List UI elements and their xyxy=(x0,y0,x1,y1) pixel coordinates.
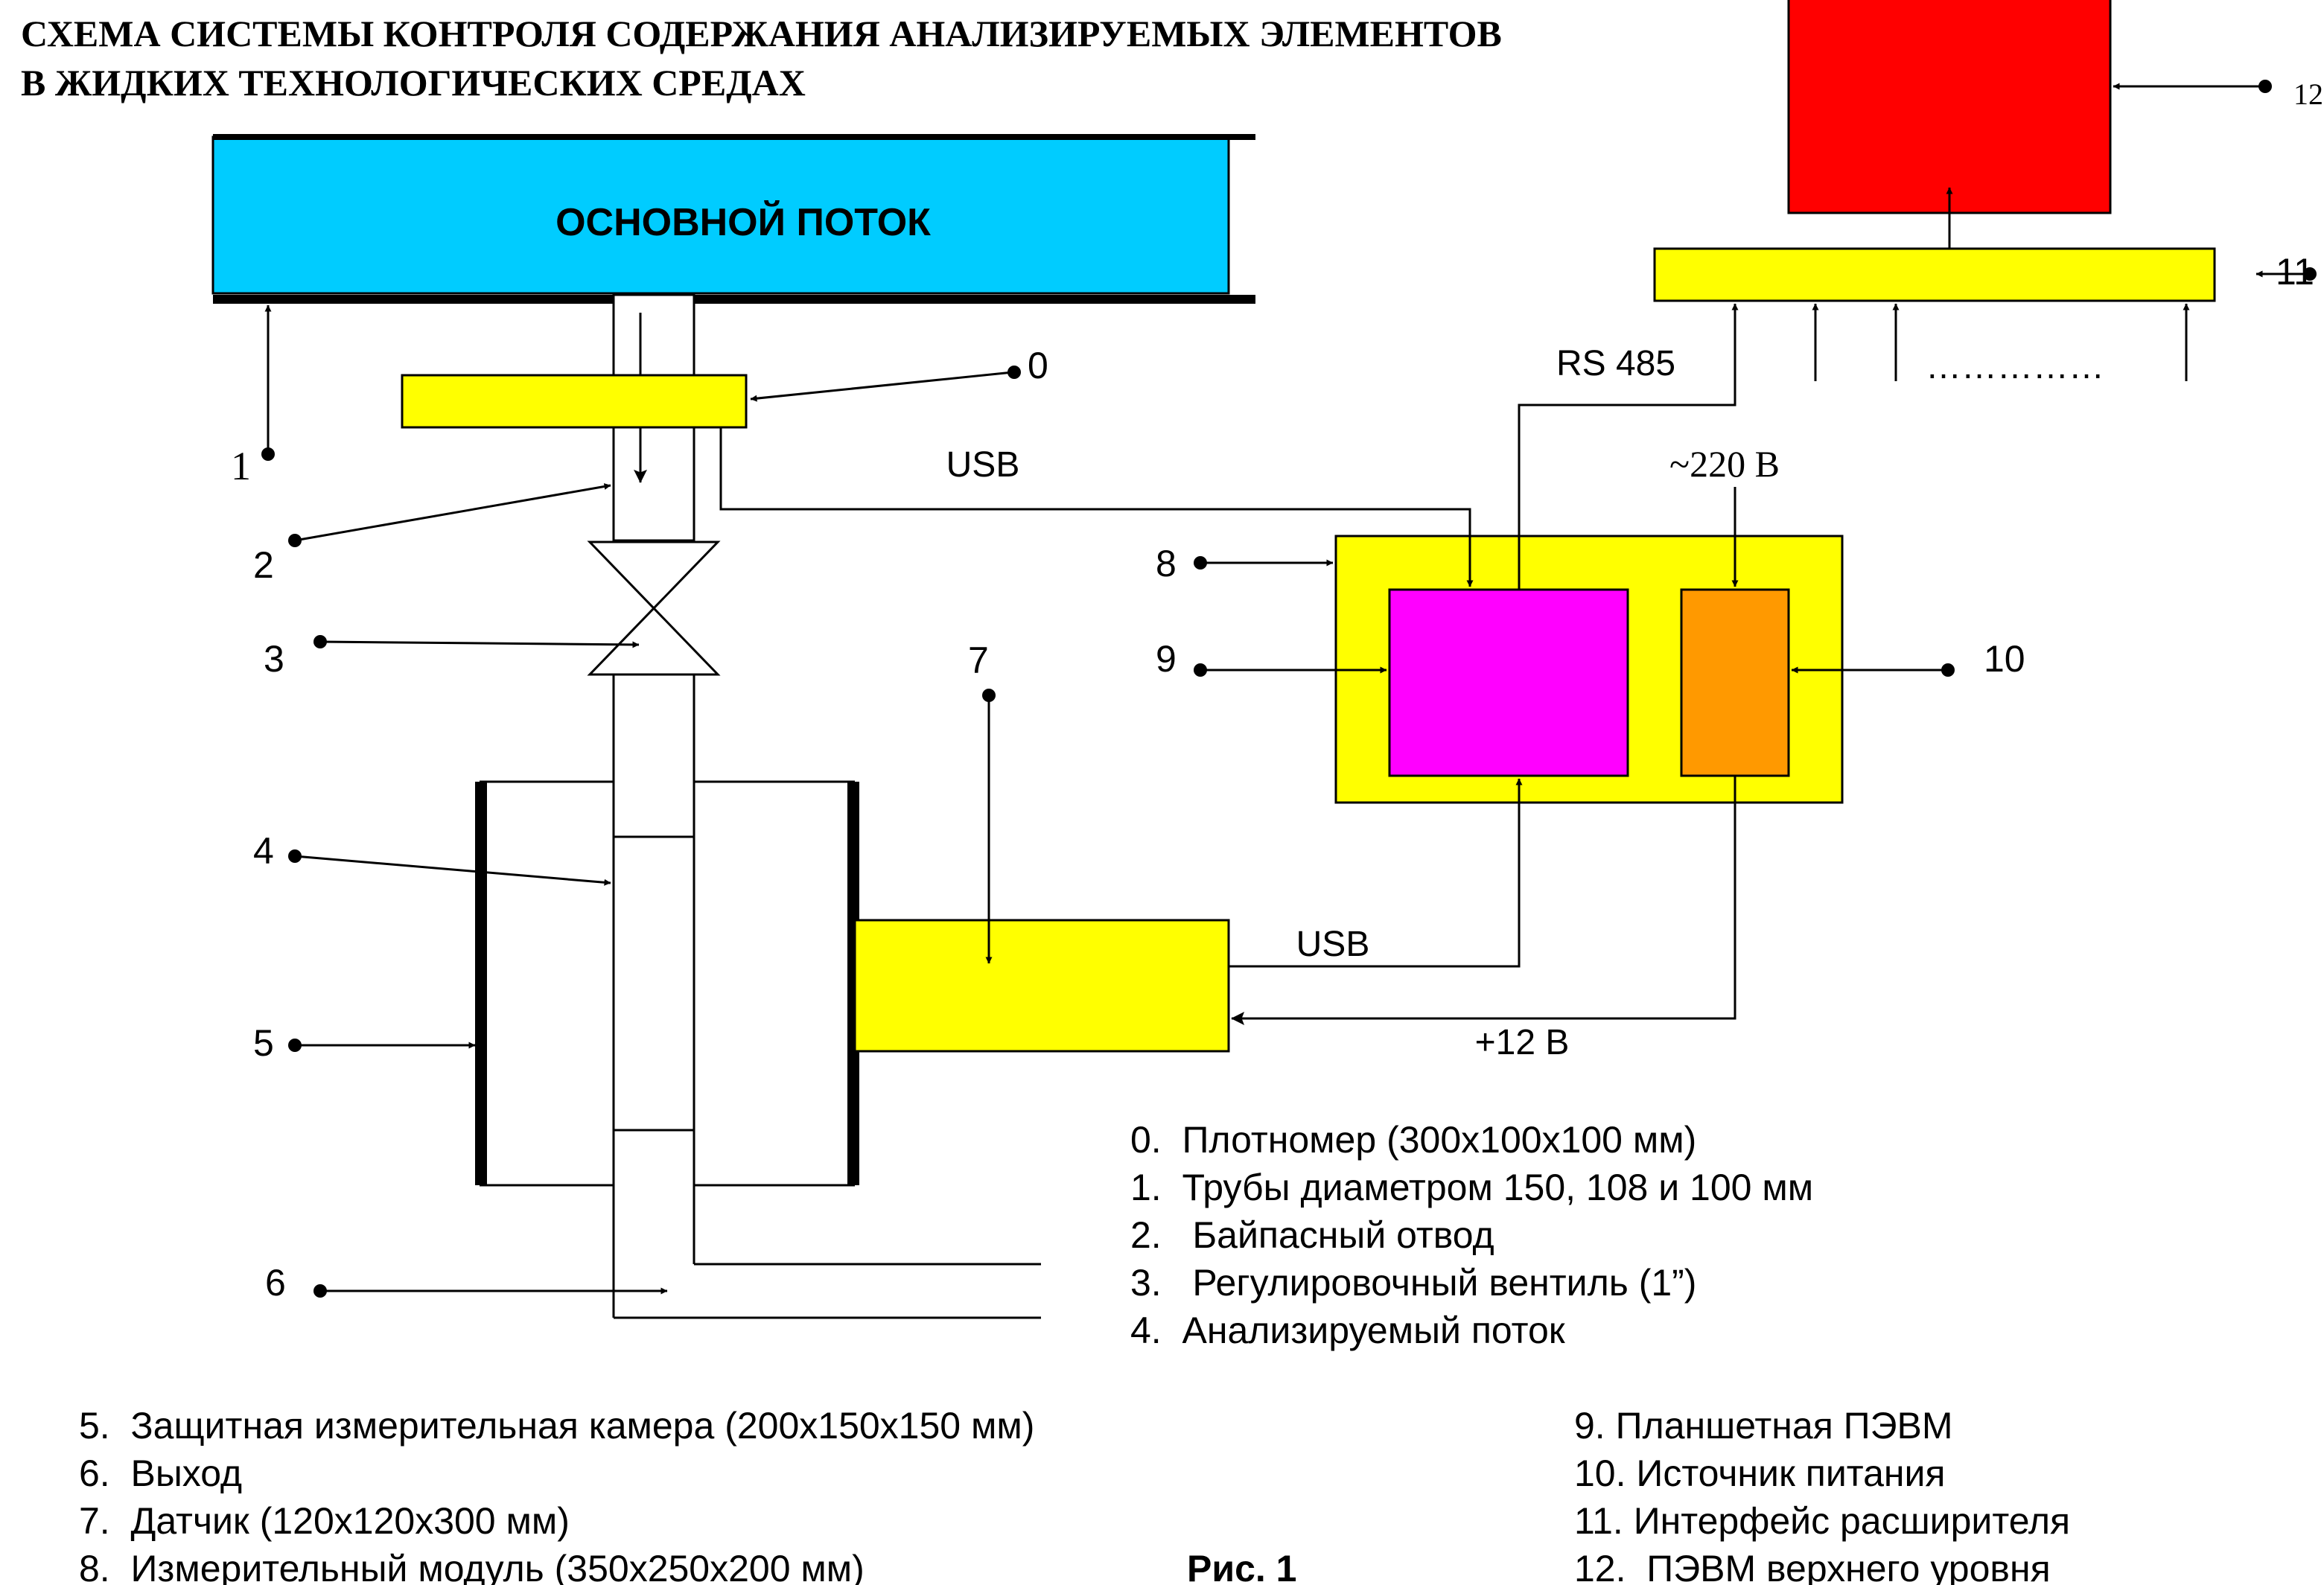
supply-12v-label: +12 В xyxy=(1475,1023,1570,1062)
legend-right: 0. Плотномер (300х100х100 мм) 1. Трубы д… xyxy=(1130,1119,1813,1351)
mains-220v-label: ~220 В xyxy=(1669,443,1780,485)
leader-4 xyxy=(294,855,611,886)
dot-0 xyxy=(1007,366,1021,379)
dot-3 xyxy=(313,635,327,648)
tablet-pc-block xyxy=(1388,588,1629,777)
densitometer-block xyxy=(401,374,748,429)
control-valve xyxy=(587,540,721,676)
dot-7 xyxy=(982,689,996,702)
legend-item-2: 2. Байпасный отвод xyxy=(1130,1214,1494,1256)
callout-dots xyxy=(261,80,2317,1298)
main-flow-pipe: ОСНОВНОЙ ПОТОК xyxy=(211,134,1255,304)
title-line-1: СХЕМА СИСТЕМЫ КОНТРОЛЯ СОДЕРЖАНИЯ АНАЛИЗ… xyxy=(21,13,1502,54)
callout-0: 0 xyxy=(1028,345,1048,386)
legend-item-12: 12. ПЭВМ верхнего уровня xyxy=(1574,1548,2051,1585)
dot-5 xyxy=(288,1039,302,1052)
dot-11 xyxy=(2303,267,2317,281)
dot-9 xyxy=(1194,663,1207,677)
rs485-connection xyxy=(1518,303,1739,590)
callout-8: 8 xyxy=(1156,543,1177,584)
usb-bottom-label: USB xyxy=(1296,925,1370,964)
callout-11: 11 xyxy=(2276,251,2314,293)
legend-far-right: 9. Планшетная ПЭВМ 10. Источник питания … xyxy=(1574,1405,2070,1585)
supply-12v-connection xyxy=(1231,776,1736,1025)
main-flow-body xyxy=(211,135,1230,295)
dot-6 xyxy=(313,1284,327,1298)
callout-1: 1 xyxy=(231,444,251,488)
legend-item-1: 1. Трубы диаметром 150, 108 и 100 мм xyxy=(1130,1167,1813,1208)
legend-item-10: 10. Источник питания xyxy=(1574,1452,1946,1494)
legend-item-5: 5. Защитная измерительная камера (200х15… xyxy=(79,1405,1034,1447)
dot-12 xyxy=(2258,80,2272,93)
main-flow-label: ОСНОВНОЙ ПОТОК xyxy=(555,200,931,244)
callout-5: 5 xyxy=(253,1022,274,1064)
interface-expander-block xyxy=(1653,247,2216,302)
legend-item-8: 8. Измерительный модуль (350х250х200 мм) xyxy=(79,1548,865,1585)
measurement-chamber xyxy=(475,780,859,1187)
usb-top-connection xyxy=(719,427,1474,587)
legend-item-7: 7. Датчик (120х120х300 мм) xyxy=(79,1500,570,1542)
legend-item-4: 4. Анализируемый поток xyxy=(1130,1310,1566,1351)
callout-12: 12 xyxy=(2293,77,2323,111)
callout-2: 2 xyxy=(253,544,274,586)
upper-level-pc-block xyxy=(1787,0,2112,214)
leader-0 xyxy=(750,371,1013,402)
callout-6: 6 xyxy=(265,1262,286,1304)
leader-3 xyxy=(319,640,640,648)
valve-symbol xyxy=(587,540,721,676)
usb-bottom-connection xyxy=(1229,778,1523,968)
callout-7: 7 xyxy=(968,640,989,681)
figure-caption: Рис. 1 xyxy=(1187,1548,1297,1585)
dot-2 xyxy=(288,534,302,547)
legend-item-6: 6. Выход xyxy=(79,1452,242,1494)
legend-left: 5. Защитная измерительная камера (200х15… xyxy=(79,1405,1034,1585)
expander-dots: …………… xyxy=(1926,347,2104,386)
callout-9: 9 xyxy=(1156,638,1177,680)
leader-2 xyxy=(294,483,611,542)
callout-leaders xyxy=(264,83,2308,1295)
connections xyxy=(719,187,2190,1025)
sensor-block xyxy=(853,919,1230,1053)
title-line-2: В ЖИДКИХ ТЕХНОЛОГИЧЕСКИХ СРЕДАХ xyxy=(21,62,806,103)
rs485-label: RS 485 xyxy=(1556,344,1675,383)
callout-10: 10 xyxy=(1984,638,2025,680)
legend-item-11: 11. Интерфейс расширителя xyxy=(1574,1500,2070,1542)
power-supply-block xyxy=(1680,588,1790,777)
callout-4: 4 xyxy=(253,830,274,872)
usb-top-label: USB xyxy=(946,445,1020,485)
dot-8 xyxy=(1194,556,1207,570)
dot-10 xyxy=(1941,663,1955,677)
legend-item-3: 3. Регулировочный вентиль (1”) xyxy=(1130,1262,1696,1304)
callout-3: 3 xyxy=(264,638,284,680)
legend-item-9: 9. Планшетная ПЭВМ xyxy=(1574,1405,1953,1447)
dot-4 xyxy=(288,849,302,863)
dot-1 xyxy=(261,447,275,461)
legend-item-0: 0. Плотномер (300х100х100 мм) xyxy=(1130,1119,1696,1161)
